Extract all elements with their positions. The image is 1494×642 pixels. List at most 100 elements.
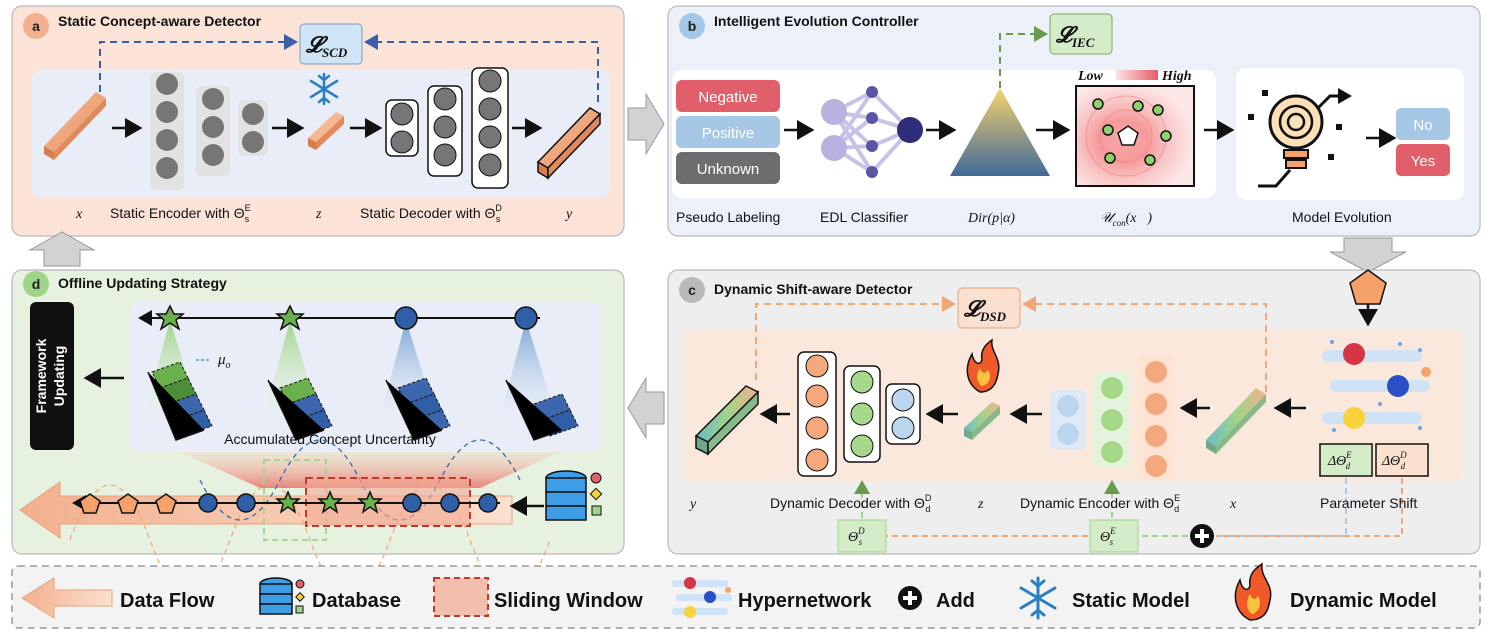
dynamic-output-vector-icon <box>694 385 760 456</box>
legend-hypernetwork: Hypernetwork <box>738 590 872 612</box>
dynamic-encoder <box>1050 356 1174 480</box>
edl-classifier-label: EDL Classifier <box>820 209 909 225</box>
static-decoder <box>385 67 509 189</box>
panel-a: a Static Concept-aware Detector 𝓛SCD <box>11 5 625 237</box>
add-circle-icon <box>1190 524 1214 548</box>
flow-arrow-d-to-a <box>28 231 96 267</box>
panel-c-badge <box>679 277 705 303</box>
a-x-label: x⃗ <box>75 207 93 222</box>
delta-theta-e-box <box>1319 443 1373 477</box>
legend-data-flow: Data Flow <box>120 590 215 612</box>
a-z-label: z⃗ <box>315 207 332 222</box>
loss-dsd-symbol: 𝓛DSD <box>963 296 1007 324</box>
mu-label: μo <box>217 352 231 371</box>
panel-a-title: Static Concept-aware Detector <box>58 13 262 29</box>
delta-theta-d-box <box>1375 443 1429 477</box>
flow-arrow-a-to-b <box>627 92 665 156</box>
static-encoder <box>150 72 268 190</box>
legend-database-icon <box>259 577 305 615</box>
snowflake-icon <box>309 72 339 106</box>
uncertainty-points <box>1092 98 1172 166</box>
dirichlet-triangle <box>950 88 1050 176</box>
decision-yes-text: Yes <box>1411 153 1435 170</box>
label-positive-text: Positive <box>702 125 755 142</box>
panel-c-letter: c <box>688 282 696 298</box>
delta-d-path <box>1216 478 1403 537</box>
a-y-label: y⃗ <box>564 207 583 222</box>
wave-orange <box>69 484 551 596</box>
legend-dynamic-model: Dynamic Model <box>1290 590 1437 612</box>
dsd-dashed-arrow-left <box>755 296 956 380</box>
flow-arrow-c-to-d <box>627 376 665 440</box>
flow-arrow-b-to-c <box>1329 237 1407 273</box>
star-markers <box>274 490 384 514</box>
label-negative-text: Negative <box>698 89 757 106</box>
latent-vector-icon <box>308 112 344 150</box>
legend-hypernetwork-icon <box>672 577 732 618</box>
legend-snowflake-icon <box>1019 576 1057 620</box>
panel-a-letter: a <box>32 18 40 34</box>
legend-sliding-window: Sliding Window <box>494 590 643 612</box>
dsd-dashed-arrow-right <box>1022 296 1267 392</box>
beam-4 <box>502 320 554 410</box>
panel-b: b Intelligent Evolution Controller 𝓛IEC … <box>667 5 1481 237</box>
edl-network-icon <box>821 86 923 178</box>
model-evolution-label: Model Evolution <box>1292 209 1392 225</box>
uncertainty-label: 𝒰con(x⃗) <box>1100 211 1152 228</box>
hypernetwork-icon <box>1322 340 1431 432</box>
input-vector-icon <box>44 92 106 160</box>
star-marker-2 <box>274 304 306 331</box>
heat-scale <box>1116 70 1158 80</box>
circle-markers <box>198 493 498 513</box>
panel-b-title: Intelligent Evolution Controller <box>714 13 919 29</box>
parameter-shift-label: Parameter Shift <box>1320 495 1417 511</box>
label-unknown <box>676 152 780 184</box>
uncertainty-inner <box>130 302 602 452</box>
dynamic-latent-vector-icon <box>964 402 1000 440</box>
dynamic-decoder <box>797 351 921 477</box>
loss-scd-symbol: 𝓛SCD <box>305 32 348 60</box>
dirichlet-label: Dir(p|α) <box>967 211 1015 226</box>
stack-axes <box>147 371 563 441</box>
label-negative <box>676 80 780 112</box>
legend-data-flow-icon <box>21 577 113 619</box>
center-pentagon-icon <box>1117 125 1139 146</box>
decision-no-text: No <box>1413 117 1432 134</box>
label-positive <box>676 116 780 148</box>
legend-flame-icon <box>1234 562 1272 621</box>
star-marker-1 <box>154 304 186 331</box>
panel-d-badge <box>23 271 49 297</box>
panel-b-letter: b <box>688 18 697 34</box>
panel-d-title: Offline Updating Strategy <box>58 275 227 291</box>
panel-c: c Dynamic Shift-aware Detector 𝓛DSD <box>667 269 1481 555</box>
theta-s-e-box <box>1089 519 1139 553</box>
loss-dsd-box <box>957 287 1021 329</box>
pentagon-markers <box>79 493 177 514</box>
framework-updating-box <box>30 302 74 450</box>
accumulated-label: Accumulated Concept Uncertainty <box>224 431 436 447</box>
panel-a-badge <box>23 13 49 39</box>
decision-yes <box>1396 144 1450 176</box>
panel-d-letter: d <box>32 276 41 292</box>
c-x-label: x⃗ <box>1229 497 1247 512</box>
theta-s-d-box <box>837 519 887 553</box>
scd-dashed-arrow-right <box>364 34 599 102</box>
iec-dashed-arrow <box>999 26 1048 88</box>
flame-icon <box>966 338 1000 393</box>
low-label: Low <box>1077 69 1104 84</box>
c-y-label: y⃗ <box>688 497 707 512</box>
legend-sliding-window-icon <box>433 577 489 617</box>
label-unknown-text: Unknown <box>697 161 760 178</box>
panel-c-title: Dynamic Shift-aware Detector <box>714 281 913 297</box>
decision-no <box>1396 108 1450 140</box>
panel-b-badge <box>679 13 705 39</box>
